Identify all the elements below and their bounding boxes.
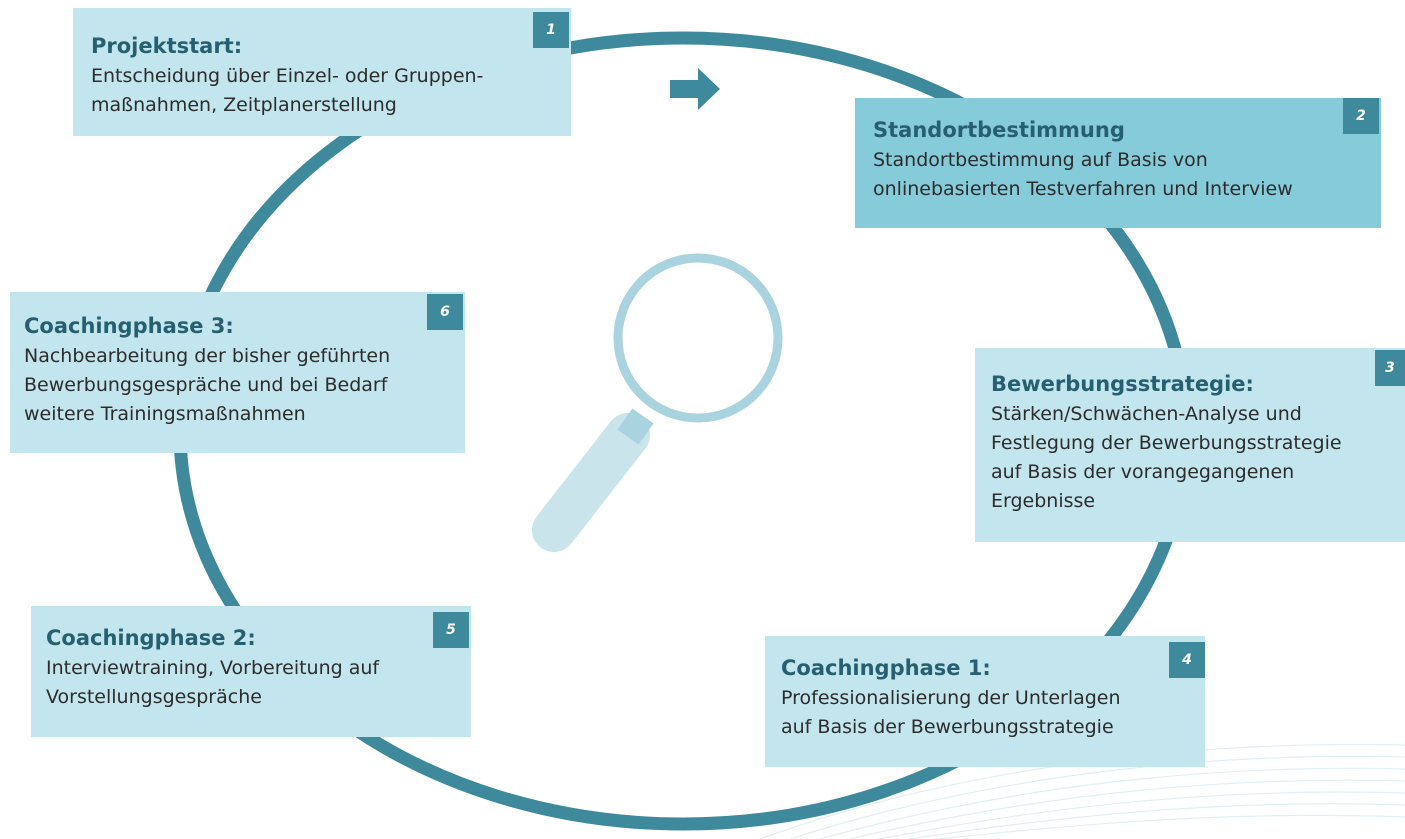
step-1-line: maßnahmen, Zeitplanerstellung xyxy=(91,94,397,116)
step-5-description: Interviewtraining, Vorbereitung auf Vors… xyxy=(46,654,471,712)
step-4-line: auf Basis der Bewerbungsstrategie xyxy=(781,716,1114,738)
step-3-number-badge: 3 xyxy=(1375,350,1405,386)
arrow-right-icon xyxy=(670,68,720,110)
step-1-number-badge: 1 xyxy=(533,12,569,48)
step-1-description: Entscheidung über Einzel- oder Gruppen- … xyxy=(91,62,571,120)
step-3-line: Ergebnisse xyxy=(991,490,1096,512)
step-6-line: Bewerbungsgespräche und bei Bedarf xyxy=(24,374,388,396)
step-1-box: Projektstart: Entscheidung über Einzel- … xyxy=(73,8,571,136)
step-1-line: Entscheidung über Einzel- oder Gruppen- xyxy=(91,65,484,87)
step-6-line: Nachbearbeitung der bisher geführten xyxy=(24,345,391,367)
step-3-description: Stärken/Schwächen-Analyse und Festlegung… xyxy=(991,400,1405,516)
magnifier-icon xyxy=(532,253,783,552)
step-3-box: Bewerbungsstrategie: Stärken/Schwächen-A… xyxy=(975,348,1405,542)
step-3-line: Festlegung der Bewerbungsstrategie xyxy=(991,432,1342,454)
step-2-box: Standortbestimmung Standortbestimmung au… xyxy=(855,98,1381,228)
step-5-line: Interviewtraining, Vorbereitung auf xyxy=(46,657,380,679)
step-5-line: Vorstellungsgespräche xyxy=(46,686,262,708)
step-3-line: auf Basis der vorangegangenen xyxy=(991,461,1295,483)
step-5-title: Coachingphase 2: xyxy=(46,626,256,650)
step-2-description: Standortbestimmung auf Basis von onlineb… xyxy=(873,146,1381,204)
step-4-title: Coachingphase 1: xyxy=(781,656,991,680)
step-2-line: onlinebasierten Testverfahren und Interv… xyxy=(873,178,1293,200)
step-6-title: Coachingphase 3: xyxy=(24,314,234,338)
step-4-line: Professionalisierung der Unterlagen xyxy=(781,687,1121,709)
step-6-box: Coachingphase 3: Nachbearbeitung der bis… xyxy=(10,292,465,453)
step-4-description: Professionalisierung der Unterlagen auf … xyxy=(781,684,1205,742)
step-5-box: Coachingphase 2: Interviewtraining, Vorb… xyxy=(31,606,471,737)
step-6-line: weitere Trainingsmaßnahmen xyxy=(24,403,306,425)
decorative-swirl xyxy=(759,743,1405,839)
step-2-line: Standortbestimmung auf Basis von xyxy=(873,149,1208,171)
step-3-line: Stärken/Schwächen-Analyse und xyxy=(991,403,1302,425)
step-2-title: Standortbestimmung xyxy=(873,118,1125,142)
step-6-description: Nachbearbeitung der bisher geführten Bew… xyxy=(24,342,465,429)
step-4-number-badge: 4 xyxy=(1169,642,1205,678)
step-4-box: Coachingphase 1: Professionalisierung de… xyxy=(765,636,1205,767)
step-1-title: Projektstart: xyxy=(91,34,243,58)
step-2-number-badge: 2 xyxy=(1343,98,1379,134)
step-6-number-badge: 6 xyxy=(427,294,463,330)
step-3-title: Bewerbungsstrategie: xyxy=(991,372,1254,396)
step-5-number-badge: 5 xyxy=(433,612,469,648)
